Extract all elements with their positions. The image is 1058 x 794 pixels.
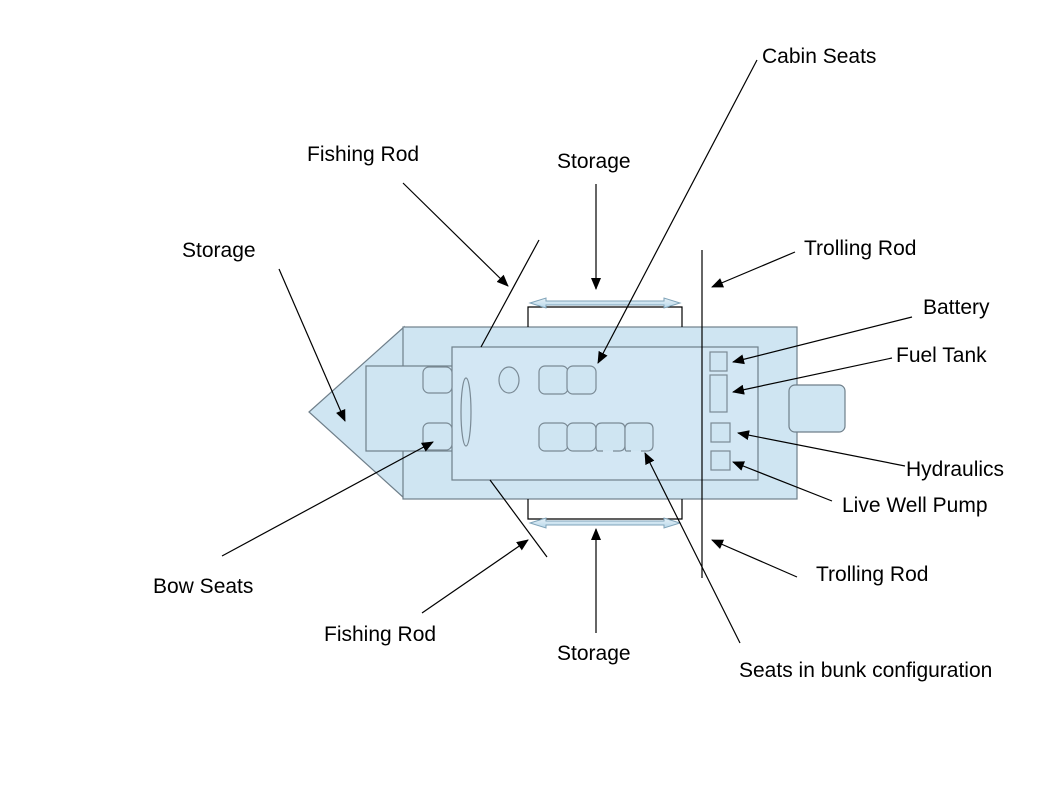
hydraulics-box <box>710 422 731 443</box>
label-live-well-pump: Live Well Pump <box>842 494 988 517</box>
arrow-bow-seats <box>221 441 434 557</box>
battery-box <box>709 351 728 372</box>
arrow-trolling-rod-bottom <box>711 539 798 578</box>
label-bow-seats: Bow Seats <box>153 575 254 598</box>
fuel-tank-box <box>709 374 728 413</box>
label-fishing-rod-top: Fishing Rod <box>307 143 420 166</box>
bow-seat-lower <box>422 422 453 451</box>
callout-arrows <box>221 59 913 644</box>
seats <box>422 351 731 471</box>
label-trolling-rod-bottom: Trolling Rod <box>816 563 929 586</box>
label-storage-bottom: Storage <box>557 642 631 665</box>
cabin-hatch <box>460 377 472 447</box>
storage-double-arrow-top <box>528 297 682 309</box>
label-fuel-tank: Fuel Tank <box>896 344 987 367</box>
bunk-seat-1 <box>538 422 569 452</box>
arrow-fishing-rod-bottom <box>421 539 529 614</box>
arrow-storage-bow <box>278 268 346 422</box>
arrow-seats-bunk <box>644 452 741 644</box>
bunk-seat-2 <box>566 422 597 452</box>
outboard-motor <box>788 384 846 433</box>
bow-seat-upper <box>422 366 453 394</box>
arrow-live-well-pump <box>732 461 833 502</box>
fishing-rod-top <box>480 239 540 348</box>
arrow-fishing-rod-top <box>402 182 509 287</box>
cabin-table <box>498 366 520 394</box>
arrow-battery <box>732 316 913 365</box>
bunk-seat-4 <box>624 422 654 452</box>
rods <box>480 239 703 578</box>
cabin-seat-1 <box>538 365 569 395</box>
arrow-trolling-rod-top <box>711 251 796 288</box>
storage-brackets <box>527 297 683 529</box>
label-fishing-rod-bottom: Fishing Rod <box>324 623 437 646</box>
fishing-rod-bottom <box>489 479 548 558</box>
storage-bracket-top <box>527 306 683 327</box>
arrow-hydraulics <box>737 430 906 467</box>
cabin-seat-2 <box>566 365 597 395</box>
cabin <box>451 346 759 481</box>
bunk-seat-3 <box>595 422 626 452</box>
label-storage-bow: Storage <box>182 239 256 262</box>
label-cabin-seats: Cabin Seats <box>762 45 877 68</box>
storage-bracket-bottom <box>527 499 683 520</box>
label-storage-top: Storage <box>557 150 631 173</box>
label-seats-bunk: Seats in bunk configuration <box>739 659 993 682</box>
label-hydraulics: Hydraulics <box>906 458 1005 481</box>
live-well-pump-box <box>710 450 731 471</box>
label-trolling-rod-top: Trolling Rod <box>804 237 917 260</box>
hull <box>308 325 846 500</box>
arrow-cabin-seats <box>597 59 758 364</box>
arrow-fuel-tank <box>732 357 893 395</box>
label-battery: Battery <box>923 296 990 319</box>
